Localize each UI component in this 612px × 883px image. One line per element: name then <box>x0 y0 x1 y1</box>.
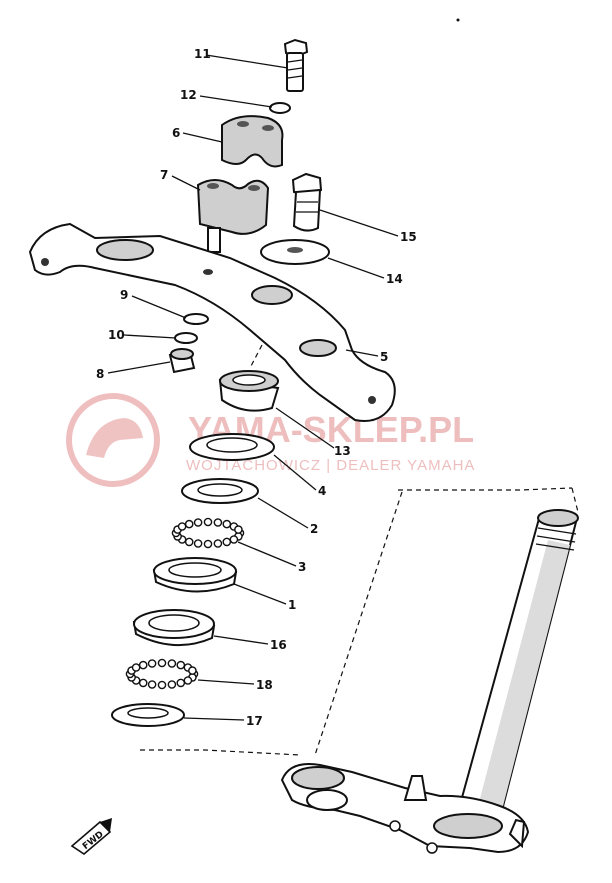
bearing-ball <box>157 658 167 668</box>
part-17-dust-seal <box>111 703 185 727</box>
bearing-ball <box>229 535 239 544</box>
bearing-ball <box>203 517 213 527</box>
fwd-direction-badge: FWD <box>70 818 112 855</box>
bearing-ball <box>213 539 223 548</box>
bearing-ball <box>167 659 177 668</box>
bearing-ball <box>234 525 243 534</box>
bearing-ball <box>176 678 186 688</box>
callout-7: 7 <box>160 168 168 182</box>
part-4-bearing-cover <box>189 433 275 461</box>
part-9-washer <box>183 313 209 325</box>
watermark-logo-ring <box>66 393 160 487</box>
bearing-ball <box>138 678 148 688</box>
assembly-dashed-line-top <box>398 487 573 491</box>
bearing-ball <box>193 539 203 548</box>
part-12-washer <box>269 102 291 114</box>
bearing-ball <box>147 659 157 668</box>
callout-4: 4 <box>318 484 326 498</box>
bearing-ball <box>222 537 232 547</box>
callout-15: 15 <box>400 230 417 244</box>
part-10-washer <box>174 332 198 344</box>
scan-speck <box>456 18 460 22</box>
part-1-bearing-race <box>152 557 238 593</box>
assembly-dashed-line-left <box>314 491 403 756</box>
assembly-dashed-line-bottom <box>140 749 301 756</box>
part-18-ball-bearings <box>125 658 199 690</box>
callout-17: 17 <box>246 714 263 728</box>
bearing-ball <box>177 522 187 531</box>
assembly-dashed-line-right <box>571 487 579 513</box>
callout-18: 18 <box>256 678 273 692</box>
callout-2: 2 <box>310 522 318 536</box>
part-8-nut <box>168 348 196 374</box>
callouts: 11 12 6 7 15 14 5 9 10 8 13 4 2 3 1 16 1… <box>96 47 417 728</box>
leader-lines <box>107 54 399 721</box>
steering-stem-assembly <box>280 509 579 854</box>
bearing-ball <box>203 539 213 549</box>
callout-5: 5 <box>380 350 388 364</box>
part-15-bolt <box>291 172 323 232</box>
part-7-lower-holder <box>196 179 270 253</box>
part-11-bolt <box>283 38 309 92</box>
part-5-upper-bracket <box>28 222 396 422</box>
callout-14: 14 <box>386 272 403 286</box>
callout-3: 3 <box>298 560 306 574</box>
callout-8: 8 <box>96 367 104 381</box>
bearing-ball <box>176 660 186 670</box>
bearing-ball <box>184 519 194 529</box>
bearing-ball <box>184 537 194 547</box>
callout-13: 13 <box>334 444 351 458</box>
watermark-subtitle: WOJTACHOWICZ | DEALER YAMAHA <box>186 457 475 474</box>
callout-11: 11 <box>194 47 211 61</box>
bearing-ball <box>157 680 167 690</box>
part-14-washer <box>260 239 330 265</box>
bearing-ball <box>147 680 157 689</box>
bearing-ball <box>138 660 148 670</box>
watermark: YAMA-SKLEP.PL WOJTACHOWICZ | DEALER YAMA… <box>66 393 475 487</box>
callout-1: 1 <box>288 598 296 612</box>
part-2-bearing-race <box>181 478 259 504</box>
callout-12: 12 <box>180 88 197 102</box>
part-13-ring-nut <box>218 370 280 412</box>
watermark-logo-mark <box>86 418 143 458</box>
callout-10: 10 <box>108 328 125 342</box>
bearing-ball <box>193 518 203 527</box>
callout-6: 6 <box>172 126 180 140</box>
callout-9: 9 <box>120 288 128 302</box>
part-16-bearing-race <box>132 609 216 647</box>
bearing-ball <box>131 663 141 672</box>
bearing-ball <box>213 518 223 527</box>
bearing-ball <box>167 680 177 689</box>
bearing-ball <box>183 676 193 685</box>
bearing-ball <box>188 666 197 675</box>
callout-16: 16 <box>270 638 287 652</box>
part-3-ball-bearings <box>171 517 245 549</box>
part-6-upper-holder <box>221 115 284 168</box>
stem-axis-dash-upper <box>249 344 263 369</box>
bearing-ball <box>222 519 232 529</box>
